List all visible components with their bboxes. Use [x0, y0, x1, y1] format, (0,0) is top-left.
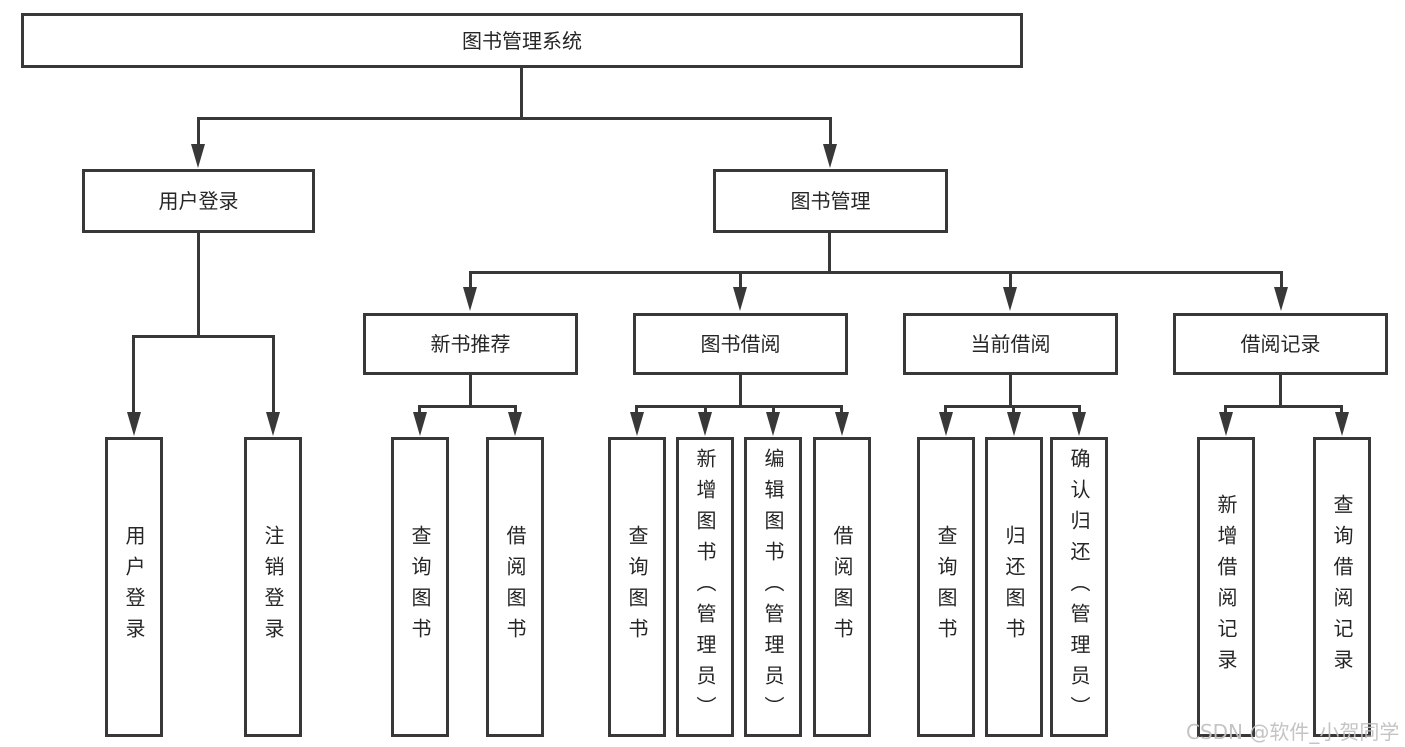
connector-line [739, 271, 742, 291]
node-book-management: 图书管理 [713, 169, 948, 233]
leaf-confirm-return-admin: 确认归还（管理员） [1050, 437, 1108, 737]
leaf-borrow-book-1: 借阅图书 [486, 437, 544, 737]
arrowhead-icon [1335, 412, 1349, 436]
connector-line [520, 68, 523, 120]
node-new-book-recommend: 新书推荐 [363, 313, 578, 375]
arrowhead-icon [1219, 412, 1233, 436]
arrowhead-icon [191, 144, 205, 168]
leaf-user-login: 用户登录 [105, 437, 163, 737]
connector-line [1224, 405, 1227, 417]
connector-line [197, 117, 200, 149]
arrowhead-icon [766, 412, 780, 436]
connector-line [1009, 375, 1012, 408]
connector-line [418, 405, 517, 408]
connector-line [197, 117, 832, 120]
leaf-edit-book-admin: 编辑图书（管理员） [744, 437, 802, 737]
leaf-query-book-2: 查询图书 [608, 437, 666, 737]
connector-line [132, 335, 135, 415]
arrowhead-icon [1003, 287, 1017, 311]
connector-line [514, 405, 517, 417]
connector-line [1009, 271, 1012, 291]
connector-line [1224, 405, 1343, 408]
leaf-add-book-admin: 新增图书（管理员） [676, 437, 734, 737]
node-borrow-records: 借阅记录 [1173, 313, 1388, 375]
connector-line [772, 405, 775, 417]
connector-line [469, 375, 472, 408]
arrowhead-icon [1072, 412, 1086, 436]
connector-line [197, 233, 200, 338]
arrowhead-icon [463, 287, 477, 311]
connector-line [840, 405, 843, 417]
csdn-watermark: CSDN @软件_小贺同学 [1186, 720, 1400, 744]
connector-line [1078, 405, 1081, 417]
arrowhead-icon [823, 144, 837, 168]
connector-line [469, 271, 472, 291]
connector-line [132, 335, 275, 338]
connector-line [1340, 405, 1343, 417]
arrowhead-icon [266, 412, 280, 436]
connector-line [635, 405, 843, 408]
connector-line [944, 405, 947, 417]
arrowhead-icon [1007, 412, 1021, 436]
connector-line [1280, 271, 1283, 291]
leaf-query-borrow-record: 查询借阅记录 [1313, 437, 1371, 737]
arrowhead-icon [1274, 287, 1288, 311]
leaf-query-book-3: 查询图书 [917, 437, 975, 737]
arrowhead-icon [835, 412, 849, 436]
arrowhead-icon [698, 412, 712, 436]
arrowhead-icon [127, 412, 141, 436]
node-library-system: 图书管理系统 [21, 13, 1023, 68]
arrowhead-icon [733, 287, 747, 311]
connector-line [272, 335, 275, 415]
leaf-return-book: 归还图书 [985, 437, 1043, 737]
arrowhead-icon [939, 412, 953, 436]
connector-line [469, 271, 1283, 274]
arrowhead-icon [630, 412, 644, 436]
connector-line [418, 405, 421, 417]
connector-line [704, 405, 707, 417]
leaf-borrow-book-2: 借阅图书 [813, 437, 871, 737]
node-book-borrow: 图书借阅 [633, 313, 848, 375]
connector-line [828, 233, 831, 274]
node-current-borrow: 当前借阅 [903, 313, 1118, 375]
arrowhead-icon [413, 412, 427, 436]
connector-line [829, 117, 832, 149]
leaf-logout: 注销登录 [244, 437, 302, 737]
node-user-login: 用户登录 [82, 169, 315, 233]
arrowhead-icon [508, 412, 522, 436]
connector-line [1279, 375, 1282, 408]
leaf-query-book-1: 查询图书 [391, 437, 449, 737]
connector-line [1012, 405, 1015, 417]
leaf-add-borrow-record: 新增借阅记录 [1197, 437, 1255, 737]
connector-line [635, 405, 638, 417]
connector-line [739, 375, 742, 408]
